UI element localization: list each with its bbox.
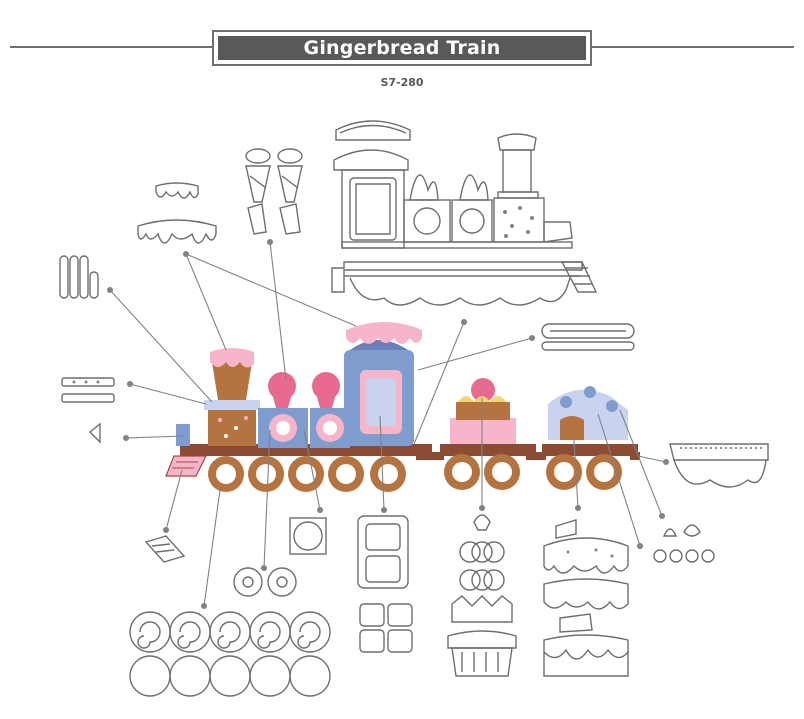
square-circle-die bbox=[289, 517, 327, 555]
leader-lines bbox=[107, 239, 669, 609]
smokestack-grid-die bbox=[59, 255, 99, 299]
title-frame: Gingerbread Train bbox=[212, 30, 592, 66]
swirl-wheels-die bbox=[129, 611, 331, 697]
cowcatcher-die bbox=[144, 535, 186, 563]
page-title: Gingerbread Train bbox=[218, 36, 586, 60]
bun-bar-die bbox=[541, 323, 635, 351]
rings-die bbox=[233, 567, 297, 597]
product-code: S7-280 bbox=[380, 76, 424, 89]
icing-drips-die bbox=[137, 182, 217, 244]
header-rule-left bbox=[10, 46, 212, 48]
engine-outline-die bbox=[333, 120, 573, 249]
gingerbread-train bbox=[165, 322, 640, 492]
rail-strips-die bbox=[61, 377, 115, 444]
berries-die bbox=[653, 524, 715, 563]
header-rule-right bbox=[592, 46, 794, 48]
cargo-stack-die bbox=[447, 514, 517, 677]
wheels bbox=[208, 454, 622, 492]
candy-cones-die bbox=[245, 148, 303, 235]
cab-window-die bbox=[357, 515, 413, 653]
rear-car-die bbox=[669, 443, 769, 488]
cake-layers-die bbox=[543, 519, 629, 677]
chassis-outline-die bbox=[331, 261, 598, 306]
